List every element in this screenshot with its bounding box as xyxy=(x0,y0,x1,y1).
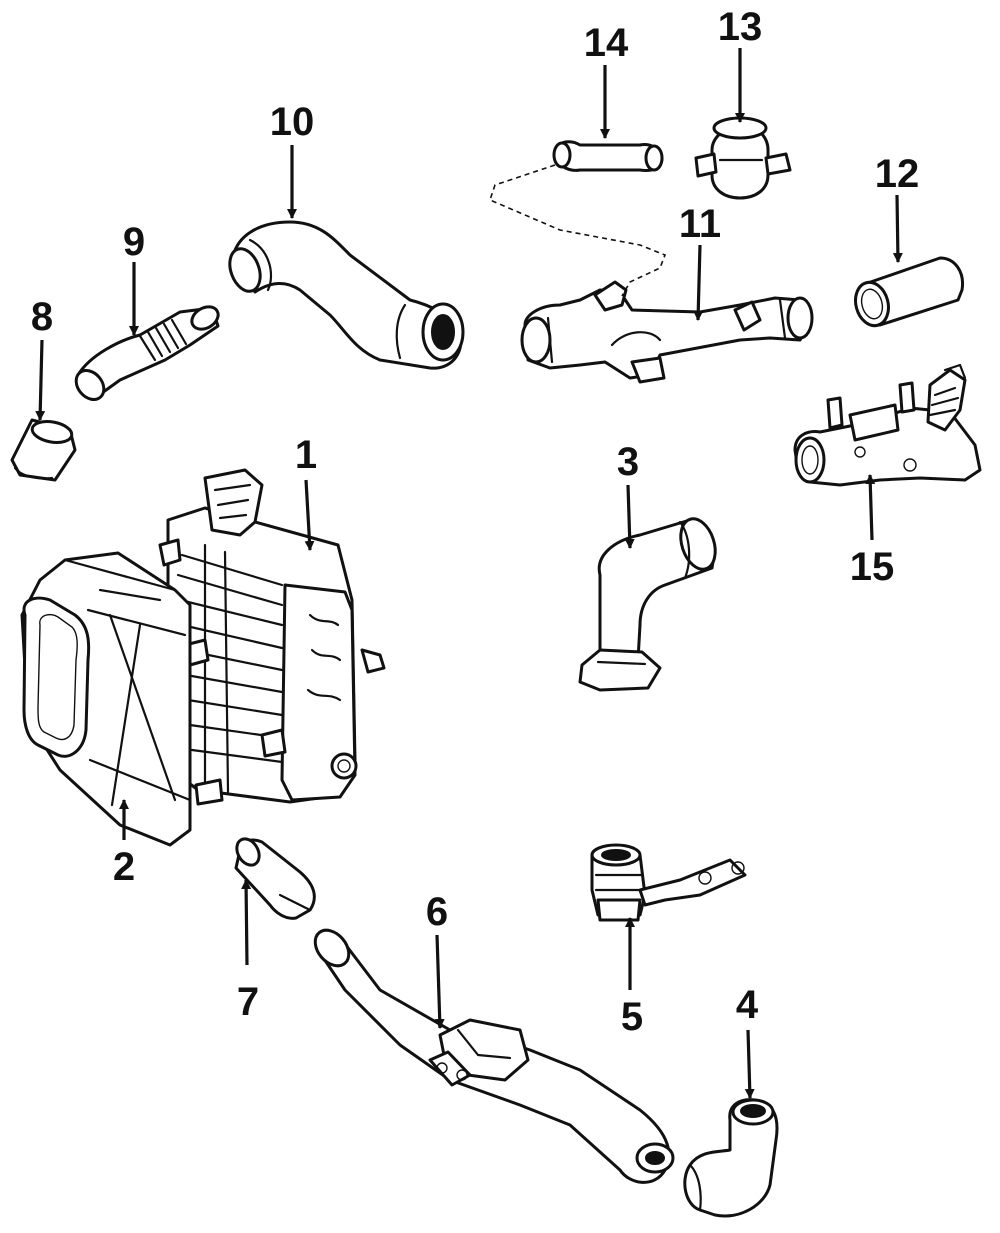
leader-15 xyxy=(865,474,876,541)
leader-6 xyxy=(434,934,445,1029)
leader-4 xyxy=(744,1029,755,1099)
callout-10: 10 xyxy=(270,100,315,144)
leader-12 xyxy=(892,194,903,263)
part-5-throttle-pipe xyxy=(590,843,747,922)
callout-3: 3 xyxy=(617,440,639,484)
part-13-valve xyxy=(694,116,792,200)
part-4-short-elbow xyxy=(683,1098,779,1218)
part-9-corrugated-hose xyxy=(74,305,220,401)
callout-labels: 1 2 3 4 5 6 7 8 9 10 11 12 13 14 15 xyxy=(31,5,919,1039)
callout-13: 13 xyxy=(718,5,763,49)
part-7-hose-sleeve xyxy=(234,837,316,920)
callout-7: 7 xyxy=(237,980,259,1024)
leader-7 xyxy=(241,879,252,966)
part-12-straight-sleeve xyxy=(854,256,965,328)
callout-5: 5 xyxy=(621,995,643,1039)
leader-8 xyxy=(35,339,46,421)
part-8-small-hose xyxy=(10,418,77,482)
callout-15: 15 xyxy=(850,545,895,589)
leader-arrows xyxy=(35,48,903,1099)
leader-1 xyxy=(304,479,315,551)
callout-9: 9 xyxy=(123,220,145,264)
part-2-air-cleaner xyxy=(20,551,192,847)
part-1-intercooler xyxy=(158,468,386,806)
part-6-intake-pipe xyxy=(313,928,675,1184)
leader-3 xyxy=(624,484,635,549)
part-10-s-hose xyxy=(228,220,465,370)
callout-6: 6 xyxy=(426,890,448,934)
callout-4: 4 xyxy=(736,983,759,1027)
callout-11: 11 xyxy=(679,202,721,246)
callout-8: 8 xyxy=(31,295,53,339)
callout-14: 14 xyxy=(584,21,629,65)
callout-12: 12 xyxy=(875,152,920,196)
part-3-elbow-hose xyxy=(578,517,717,692)
callout-1: 1 xyxy=(295,433,317,477)
part-14-small-hose xyxy=(489,140,667,297)
callout-2: 2 xyxy=(113,845,135,889)
part-15-throttle-body xyxy=(793,363,982,487)
part-11-intake-pipe xyxy=(520,280,814,384)
leader-11 xyxy=(693,244,704,321)
